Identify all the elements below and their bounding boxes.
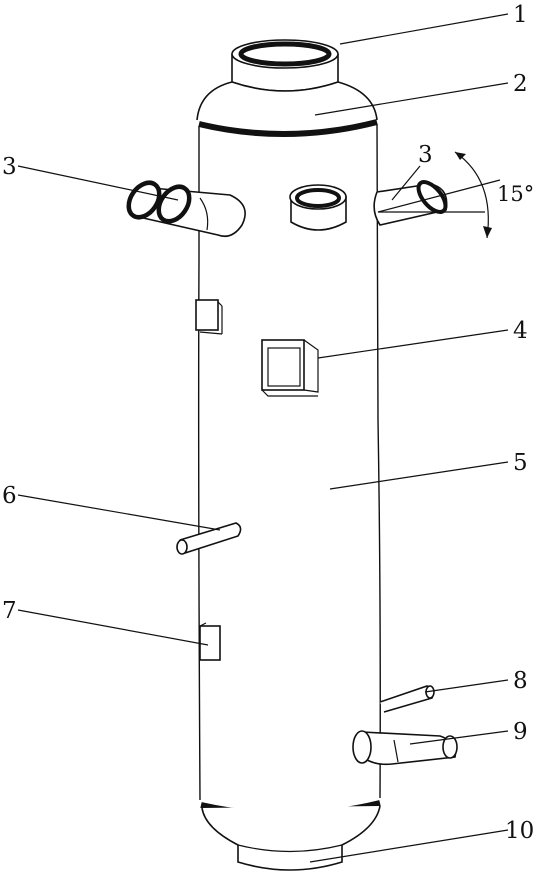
label-8: 8	[513, 668, 528, 694]
label-3-right: 3	[418, 142, 433, 168]
top-nozzle	[231, 39, 339, 92]
left-nozzle-group	[126, 180, 246, 238]
label-4: 4	[513, 318, 528, 344]
label-5: 5	[513, 450, 528, 476]
side-nozzle-8	[379, 685, 435, 713]
right-nozzle	[373, 151, 501, 239]
lower-lug	[199, 622, 221, 661]
label-6: 6	[2, 483, 17, 509]
label-9: 9	[513, 719, 528, 745]
top-head	[196, 81, 378, 137]
center-top-nozzle	[289, 184, 347, 231]
leader-lines	[17, 13, 509, 863]
manhole	[261, 339, 319, 397]
upper-lug	[195, 299, 223, 335]
label-7: 7	[2, 598, 17, 624]
side-nozzle-9	[352, 730, 458, 766]
label-2: 2	[513, 71, 528, 97]
label-10: 10	[505, 818, 534, 844]
label-3-left: 3	[2, 154, 17, 180]
side-nozzle-6	[176, 522, 242, 555]
label-1: 1	[513, 2, 528, 28]
bottom-head	[200, 800, 381, 871]
angle-label: 15°	[497, 182, 534, 206]
